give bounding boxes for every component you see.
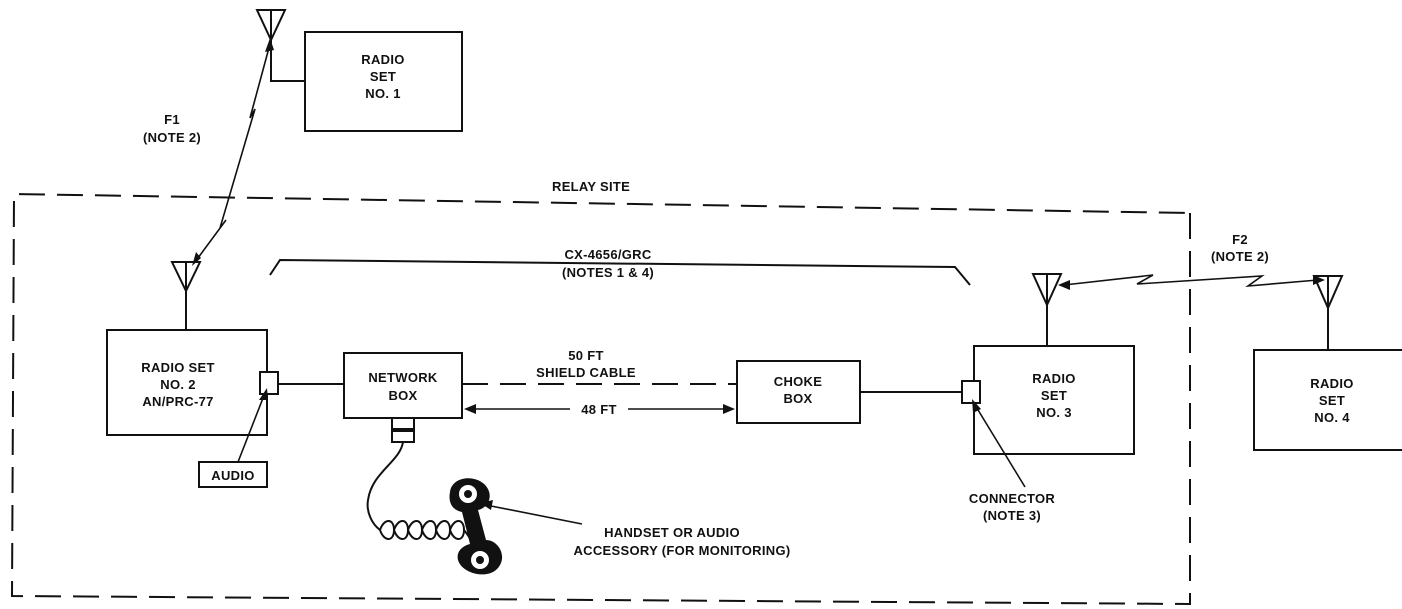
network-box-label-2: BOX (388, 388, 417, 403)
connector-note: (NOTE 3) (983, 508, 1041, 523)
network-box-port-bottom (391, 430, 415, 443)
f2-note: (NOTE 2) (1211, 249, 1269, 264)
radio-set-4-label-1: RADIO (1310, 376, 1353, 391)
connector-label: CONNECTOR (969, 491, 1056, 506)
radio-set-2-connector (259, 371, 279, 395)
radio-set-4: RADIO SET NO. 4 (1253, 349, 1402, 451)
f1-label: F1 (164, 112, 180, 127)
radio-set-4-label-2: SET (1319, 393, 1345, 408)
audio-box (198, 461, 268, 488)
handset-pointer (485, 504, 583, 525)
connector-pointer (974, 404, 1026, 488)
radio-set-3-label-2: SET (1041, 388, 1067, 403)
antenna-4-icon (1312, 275, 1344, 350)
audio-label: AUDIO (211, 468, 254, 483)
handset-arrowhead (480, 500, 493, 510)
choke-box: CHOKE BOX (736, 360, 861, 424)
relay-site-boundary (10, 192, 1191, 606)
handset-label-2: ACCESSORY (FOR MONITORING) (573, 543, 790, 558)
cable-group-bracket (269, 258, 971, 286)
radio-set-1-label-1: RADIO (361, 52, 404, 67)
radio-set-2-label-3: AN/PRC-77 (142, 394, 213, 409)
shield-cable-label: SHIELD CABLE (536, 365, 636, 380)
f2-arrowhead-left (1058, 280, 1070, 290)
antenna-1-icon (255, 9, 305, 82)
radio-set-2-label-1: RADIO SET (141, 360, 214, 375)
network-box: NETWORK BOX (343, 352, 463, 443)
handset-label: HANDSET OR AUDIO (604, 525, 740, 540)
choke-box-label-1: CHOKE (774, 374, 822, 389)
radio-set-2: RADIO SET NO. 2 AN/PRC-77 (106, 329, 279, 436)
network-box-port-top (391, 417, 415, 430)
f2-radio-link (1063, 274, 1319, 288)
radio-set-3-label-3: NO. 3 (1036, 405, 1071, 420)
radio-set-3-label-1: RADIO (1032, 371, 1075, 386)
radio-set-4-label-3: NO. 4 (1314, 410, 1350, 425)
f1-radio-link (194, 43, 271, 263)
f1-note: (NOTE 2) (143, 130, 201, 145)
radio-set-1-box (304, 31, 463, 132)
network-box-rect (343, 352, 463, 419)
antenna-2-icon (170, 261, 202, 330)
radio-set-1-label-3: NO. 1 (365, 86, 400, 101)
relay-site-label: RELAY SITE (552, 179, 630, 194)
distance-arrow-left (464, 404, 476, 414)
f1-arrowhead-top (265, 38, 274, 52)
shield-cable-length: 50 FT (568, 348, 603, 363)
cable-group-name: CX-4656/GRC (564, 247, 651, 262)
radio-set-3-connector (961, 380, 981, 404)
radio-set-1-label-2: SET (370, 69, 396, 84)
cable-group-note: (NOTES 1 & 4) (562, 265, 654, 280)
radio-set-2-label-2: NO. 2 (160, 377, 195, 392)
distance-label: 48 FT (581, 402, 616, 417)
network-box-label-1: NETWORK (368, 370, 438, 385)
radio-set-3: RADIO SET NO. 3 (961, 345, 1135, 455)
choke-box-rect (736, 360, 861, 424)
radio-set-1: RADIO SET NO. 1 (304, 31, 463, 132)
connector-arrowhead (972, 399, 981, 413)
radio-set-4-box (1253, 349, 1402, 451)
handset-icon (449, 478, 503, 575)
distance-arrow-right (723, 404, 735, 414)
audio-pointer (237, 392, 266, 463)
audio-arrowhead (259, 388, 268, 400)
f2-label: F2 (1232, 232, 1248, 247)
antenna-3-icon (1031, 273, 1063, 346)
choke-box-label-2: BOX (783, 391, 812, 406)
